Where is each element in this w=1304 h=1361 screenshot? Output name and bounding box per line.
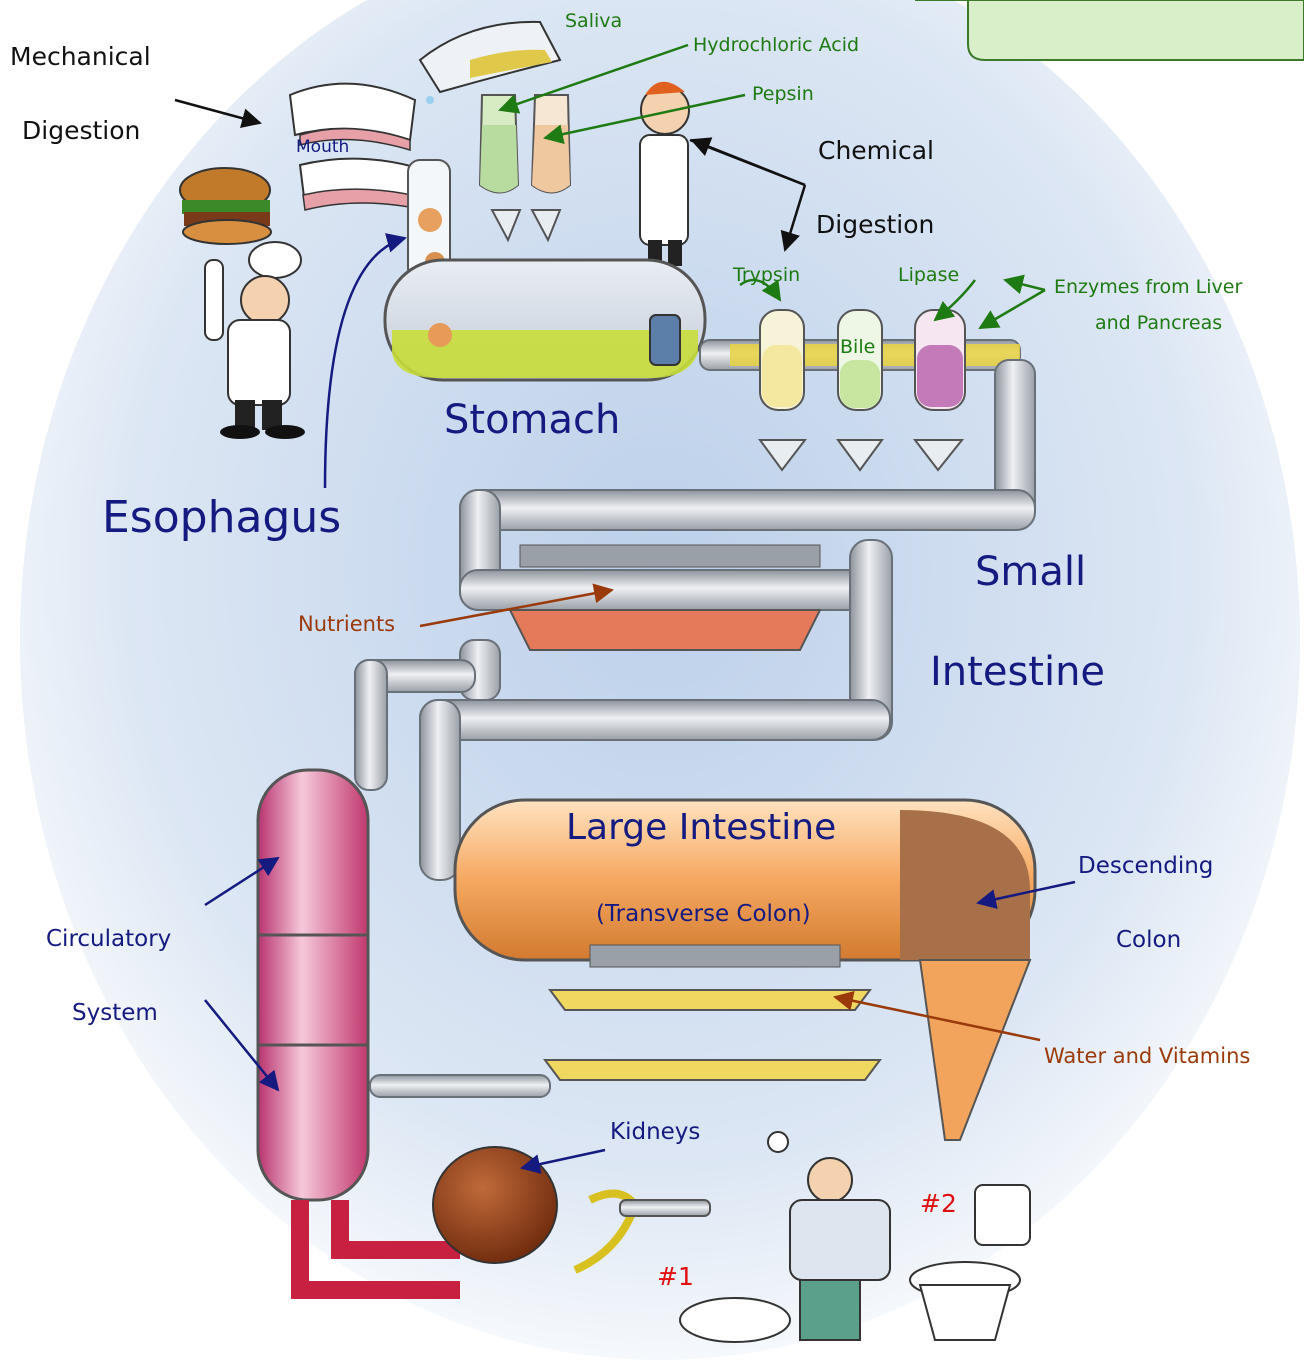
chemical-digestion-label: Digestion <box>816 212 934 237</box>
transverse-colon-label: (Transverse Colon) <box>596 903 811 926</box>
mechanical-digestion-label: Digestion <box>22 118 140 143</box>
colon-label: Colon <box>1116 929 1181 952</box>
stomach-label: Stomach <box>444 400 620 440</box>
water-vitamins-label: Water and Vitamins <box>1044 1046 1250 1067</box>
hydrochloric-acid-label: Hydrochloric Acid <box>693 36 859 55</box>
number-two-label: #2 <box>920 1191 957 1216</box>
circulatory-label: Circulatory <box>46 928 171 951</box>
trypsin-label: Trypsin <box>733 266 800 285</box>
stomach-tank <box>385 260 705 380</box>
esophagus-label: Esophagus <box>102 496 341 540</box>
nutrients-label: Nutrients <box>298 614 395 635</box>
lipase-label: Lipase <box>898 266 959 285</box>
pepsin-label: Pepsin <box>752 85 814 104</box>
enzymes-label-line1: Enzymes from Liver <box>1054 278 1242 297</box>
small-label: Small <box>975 552 1086 592</box>
descending-label: Descending <box>1078 855 1213 878</box>
large-intestine-label: Large Intestine <box>566 810 836 846</box>
bowl-icon <box>680 1298 790 1342</box>
enzymes-label-line2: and Pancreas <box>1095 314 1222 333</box>
intestine-label: Intestine <box>930 652 1105 692</box>
system-label: System <box>72 1002 158 1025</box>
number-one-label: #1 <box>657 1264 694 1289</box>
mechanical-label: Mechanical <box>10 44 151 69</box>
kidneys-label: Kidneys <box>610 1121 700 1144</box>
corner-tab <box>915 0 1304 60</box>
hamburger-icon <box>180 168 271 244</box>
saliva-label: Saliva <box>565 12 622 31</box>
mouth-label: Mouth <box>296 139 349 156</box>
chemical-label: Chemical <box>818 138 934 163</box>
bile-label: Bile <box>840 338 875 357</box>
enzyme-flasks <box>760 310 965 470</box>
